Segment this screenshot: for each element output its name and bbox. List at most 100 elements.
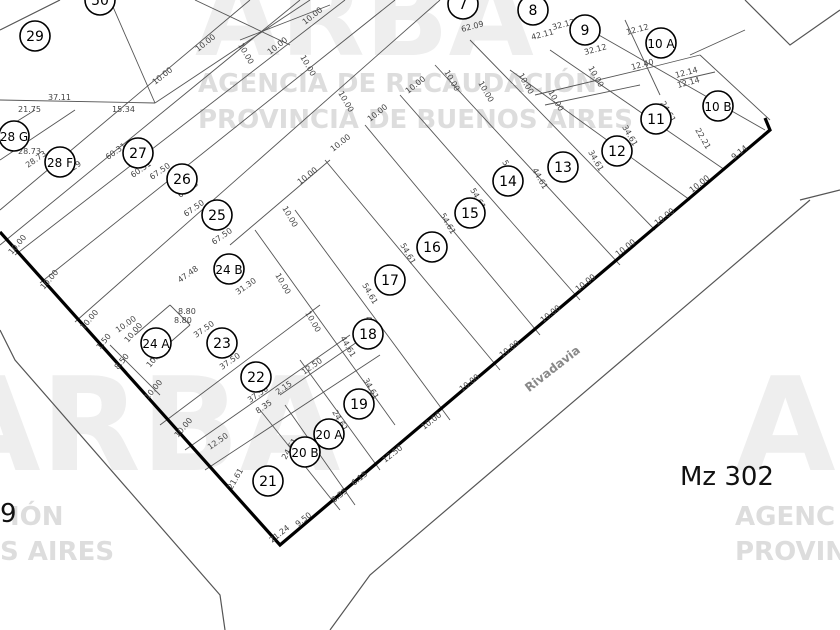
dim-label: 10.00 [539, 303, 563, 324]
dim-label: 10.00 [574, 272, 598, 293]
parcel-number: 26 [173, 172, 191, 188]
dim-label: 10.00 [280, 205, 299, 229]
parcel-marker: 15 [454, 197, 486, 229]
parcel-marker: 28 G [0, 120, 30, 152]
dim-label: 10.00 [79, 308, 101, 331]
parcel-number: 10 A [647, 37, 675, 51]
parcel-number: 18 [359, 327, 377, 343]
parcel-marker: 50 [84, 0, 116, 16]
parcel-number: 27 [129, 146, 147, 162]
dim-label: 8.80 [174, 316, 192, 325]
block-boundary [0, 117, 772, 548]
watermark-right-line-1: AGENC [735, 502, 835, 532]
parcel-number: 10 B [704, 100, 731, 114]
watermark-logo: ARBA [195, 0, 534, 81]
parcel-number: 29 [26, 29, 44, 45]
dim-label: 12.50 [381, 443, 405, 464]
parcel-circle [122, 137, 154, 169]
parcel-marker: 14 [492, 165, 524, 197]
parcel-number: 14 [499, 174, 517, 190]
parcel-number: 50 [91, 0, 109, 9]
watermark-logo-right: ARBA [735, 349, 840, 501]
parcel-circle [206, 327, 238, 359]
parcel-circle [343, 388, 375, 420]
parcel-marker: 28 F [44, 146, 76, 178]
dim-label: 10.00 [273, 272, 292, 296]
dim-label: 10.00 [498, 338, 522, 359]
parcel-marker: 11 [640, 103, 672, 135]
watermark-line-1: AGENCIA DE RECAUDACIÓN [198, 67, 597, 99]
parcel-marker: 10 A [645, 27, 677, 59]
parcel-number: 12 [608, 144, 626, 160]
parcel-circle [213, 253, 245, 285]
parcel-number: 16 [423, 240, 441, 256]
dim-label: 10.00 [329, 132, 353, 153]
dim-label: 10.00 [458, 372, 482, 393]
dim-label: 12.12 [625, 22, 649, 37]
dim-label: 54.61 [398, 242, 417, 266]
dim-label: 21.75 [18, 105, 41, 114]
parcel-marker: 22 [240, 361, 272, 393]
parcel-number: 24 B [215, 263, 242, 277]
parcel-circle [44, 146, 76, 178]
dim-label: 44.61 [530, 167, 549, 191]
parcel-number: 19 [350, 397, 368, 413]
dim-label: 8.80 [178, 307, 196, 316]
parcel-marker: 26 [166, 163, 198, 195]
parcel-number: 21 [259, 474, 277, 490]
dim-label: 9.14 [730, 144, 750, 162]
parcel-circle [240, 361, 272, 393]
parcel-circle [0, 120, 30, 152]
adjacent-block-fragment: 9 [0, 499, 17, 529]
parcel-number: 13 [554, 160, 572, 176]
dim-label: 15.34 [112, 105, 135, 114]
parcel-marker: 20 A [313, 418, 345, 450]
parcel-marker: 20 B [289, 436, 321, 468]
parcel-number: 28 G [0, 130, 28, 144]
dim-label: 10.00 [151, 65, 175, 86]
parcel-marker: 16 [416, 231, 448, 263]
parcel-number: 20 B [291, 446, 318, 460]
parcel-marker: 13 [547, 151, 579, 183]
parcel-marker: 24 A [140, 327, 172, 359]
dim-label: 10.00 [420, 410, 444, 431]
parcel-marker: 8 [517, 0, 549, 26]
parcel-number: 20 A [315, 428, 343, 442]
parcel-marker: 23 [206, 327, 238, 359]
parcel-circle [19, 20, 51, 52]
parcel-circle [569, 14, 601, 46]
lower-block-edge [329, 199, 811, 630]
parcel-number: 22 [247, 370, 265, 386]
parcel-circle [547, 151, 579, 183]
left-block-edge [0, 329, 226, 630]
parcel-marker: 24 B [213, 253, 245, 285]
parcel-circle [84, 0, 116, 16]
parcel-circle [201, 199, 233, 231]
parcel-circle [252, 465, 284, 497]
parcel-circle [374, 264, 406, 296]
parcel-marker: 9 [569, 14, 601, 46]
parcel-circle [601, 135, 633, 167]
dim-label: 10.00 [303, 310, 322, 334]
dim-label: 10.00 [296, 165, 320, 186]
parcel-marker: 29 [19, 20, 51, 52]
parcel-number: 17 [381, 273, 399, 289]
parcel-marker: 10 B [702, 90, 734, 122]
lot-lines [0, 0, 771, 511]
parcel-circle [416, 231, 448, 263]
parcel-circle [645, 27, 677, 59]
parcel-number: 23 [213, 336, 231, 352]
dim-label: 28.73 [18, 147, 41, 156]
dim-label: 37.11 [48, 93, 71, 102]
dim-label: 10.00 [614, 237, 638, 258]
parcel-circle [702, 90, 734, 122]
watermark-logo-left: ARBA [0, 349, 340, 501]
watermark-right-line-2: PROVIN [735, 537, 840, 567]
parcel-circle [289, 436, 321, 468]
watermark: ARBA AGENCIA DE RECAUDACIÓN PROVINCIA DE… [0, 0, 840, 567]
parcel-number: 25 [208, 208, 226, 224]
parcel-marker: 18 [352, 318, 384, 350]
dim-label: 10.00 [653, 206, 677, 227]
